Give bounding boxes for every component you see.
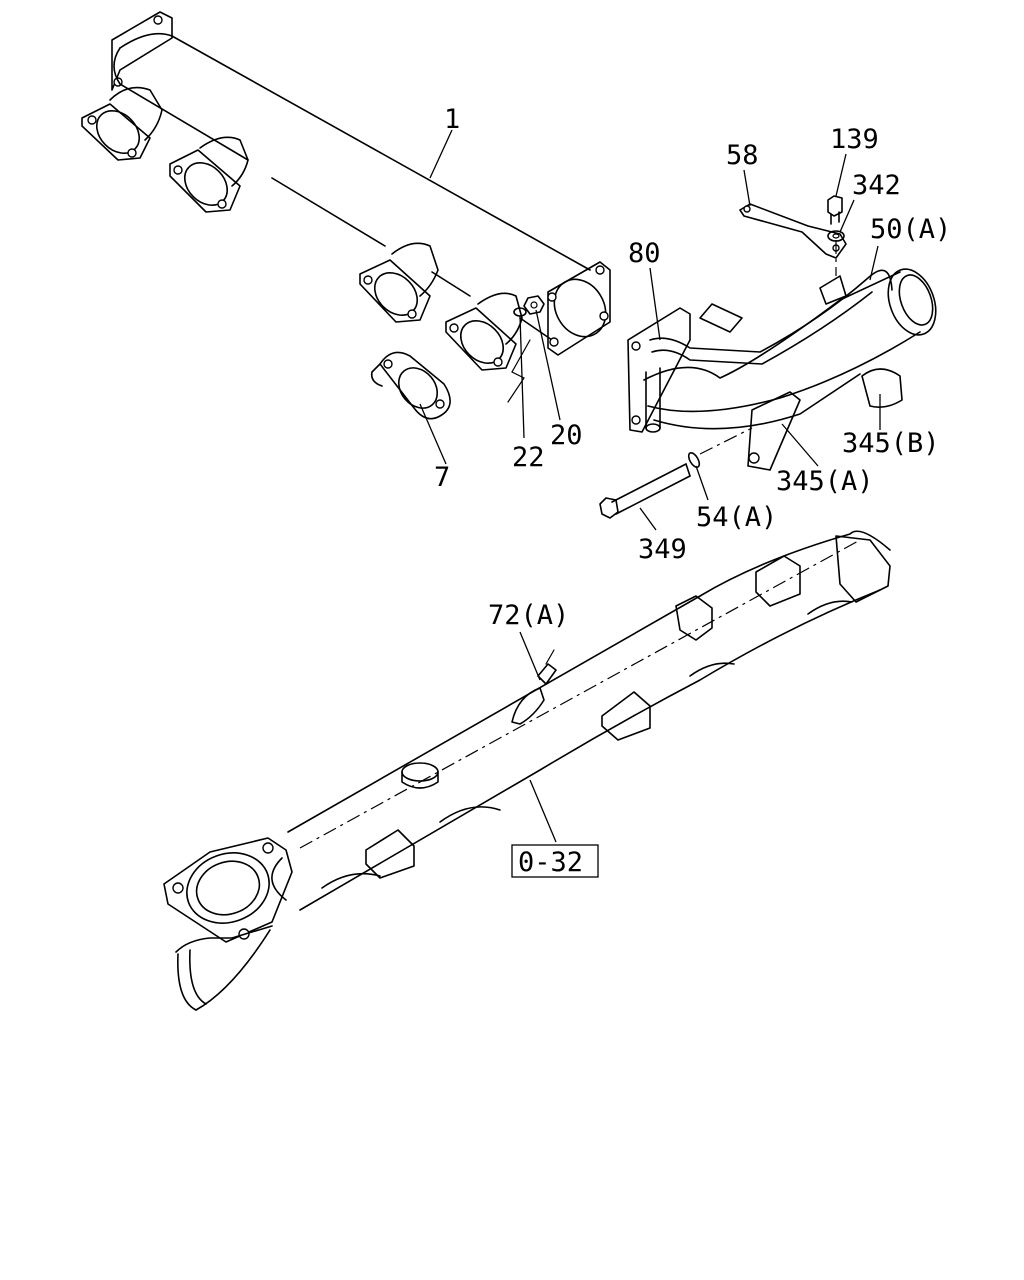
egr-pipe-assembly [627, 268, 937, 471]
reference-box: 0-32 [511, 844, 599, 878]
long-bolt-349 [599, 463, 691, 519]
callout-7: 7 [434, 462, 450, 493]
callout-345b: 345(B) [842, 428, 940, 459]
callout-139: 139 [830, 124, 879, 155]
callout-54a: 54(A) [696, 502, 777, 533]
callout-22: 22 [512, 442, 545, 473]
leader-lines [419, 129, 881, 843]
nut-20 [523, 295, 545, 315]
callout-349: 349 [638, 534, 687, 565]
callout-80: 80 [628, 238, 661, 269]
washer-54a [687, 451, 701, 469]
callout-72a: 72(A) [488, 600, 569, 631]
gasket-7 [370, 351, 451, 420]
callout-345a: 345(A) [776, 466, 874, 497]
strap-58 [739, 203, 847, 259]
callout-342: 342 [852, 170, 901, 201]
callout-58: 58 [726, 140, 759, 171]
exhaust-manifold-upper [81, 11, 611, 403]
bolt-139 [827, 195, 843, 225]
callout-20: 20 [550, 420, 583, 451]
callout-50a: 50(A) [870, 214, 951, 245]
callout-1: 1 [444, 104, 460, 135]
exhaust-manifold-lower [163, 530, 891, 1011]
reference-label: 0-32 [518, 847, 583, 878]
